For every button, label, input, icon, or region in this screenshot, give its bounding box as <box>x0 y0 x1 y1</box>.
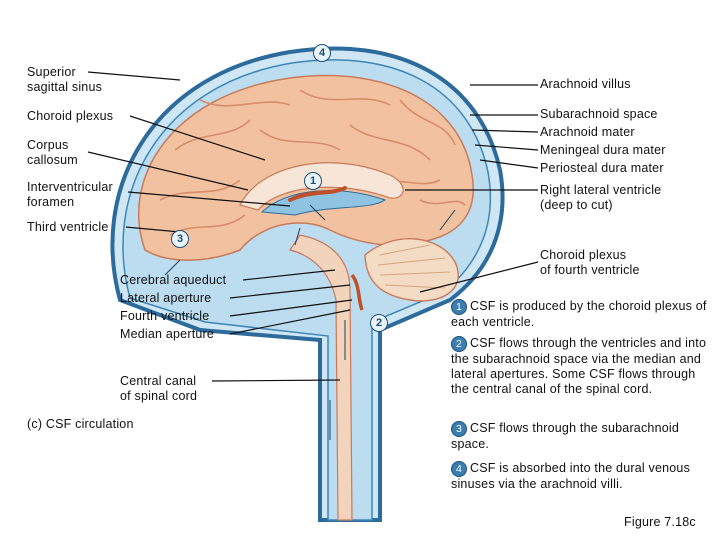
label-choroid-plexus: Choroid plexus <box>27 109 113 124</box>
marker-1: 1 <box>304 172 322 190</box>
label-right-lateral-ventricle: Right lateral ventricle (deep to cut) <box>540 183 661 213</box>
marker-4: 4 <box>313 44 331 62</box>
label-meningeal-dura: Meningeal dura mater <box>540 143 666 158</box>
step-text: CSF flows through the ventricles and int… <box>451 336 706 396</box>
label-cerebral-aqueduct: Cerebral aqueduct <box>120 273 226 288</box>
label-subarachnoid-space: Subarachnoid space <box>540 107 658 122</box>
label-choroid-plexus-fourth: Choroid plexus of fourth ventricle <box>540 248 640 278</box>
label-periosteal-dura: Periosteal dura mater <box>540 161 664 176</box>
step-number: 3 <box>451 421 467 437</box>
step-text: CSF is produced by the choroid plexus of… <box>451 299 707 329</box>
marker-3: 3 <box>171 230 189 248</box>
marker-2: 2 <box>370 314 388 332</box>
step-number: 1 <box>451 299 467 315</box>
step-text: CSF flows through the subarachnoid space… <box>451 421 679 451</box>
label-arachnoid-mater: Arachnoid mater <box>540 125 635 140</box>
step-number: 2 <box>451 336 467 352</box>
label-third-ventricle: Third ventricle <box>27 220 109 235</box>
step-text: CSF is absorbed into the dural venous si… <box>451 461 690 491</box>
label-lateral-aperture: Lateral aperture <box>120 291 211 306</box>
label-interventricular-foramen: Interventricular foramen <box>27 180 113 210</box>
label-median-aperture: Median aperture <box>120 327 214 342</box>
label-fourth-ventricle: Fourth ventricle <box>120 309 209 324</box>
label-corpus-callosum: Corpus callosum <box>27 138 78 168</box>
caption: (c) CSF circulation <box>27 417 134 432</box>
label-superior-sagittal-sinus: Superior sagittal sinus <box>27 65 102 95</box>
step-number: 4 <box>451 461 467 477</box>
label-arachnoid-villus: Arachnoid villus <box>540 77 631 92</box>
figure-label: Figure 7.18c <box>624 515 696 530</box>
label-central-canal: Central canal of spinal cord <box>120 374 197 404</box>
